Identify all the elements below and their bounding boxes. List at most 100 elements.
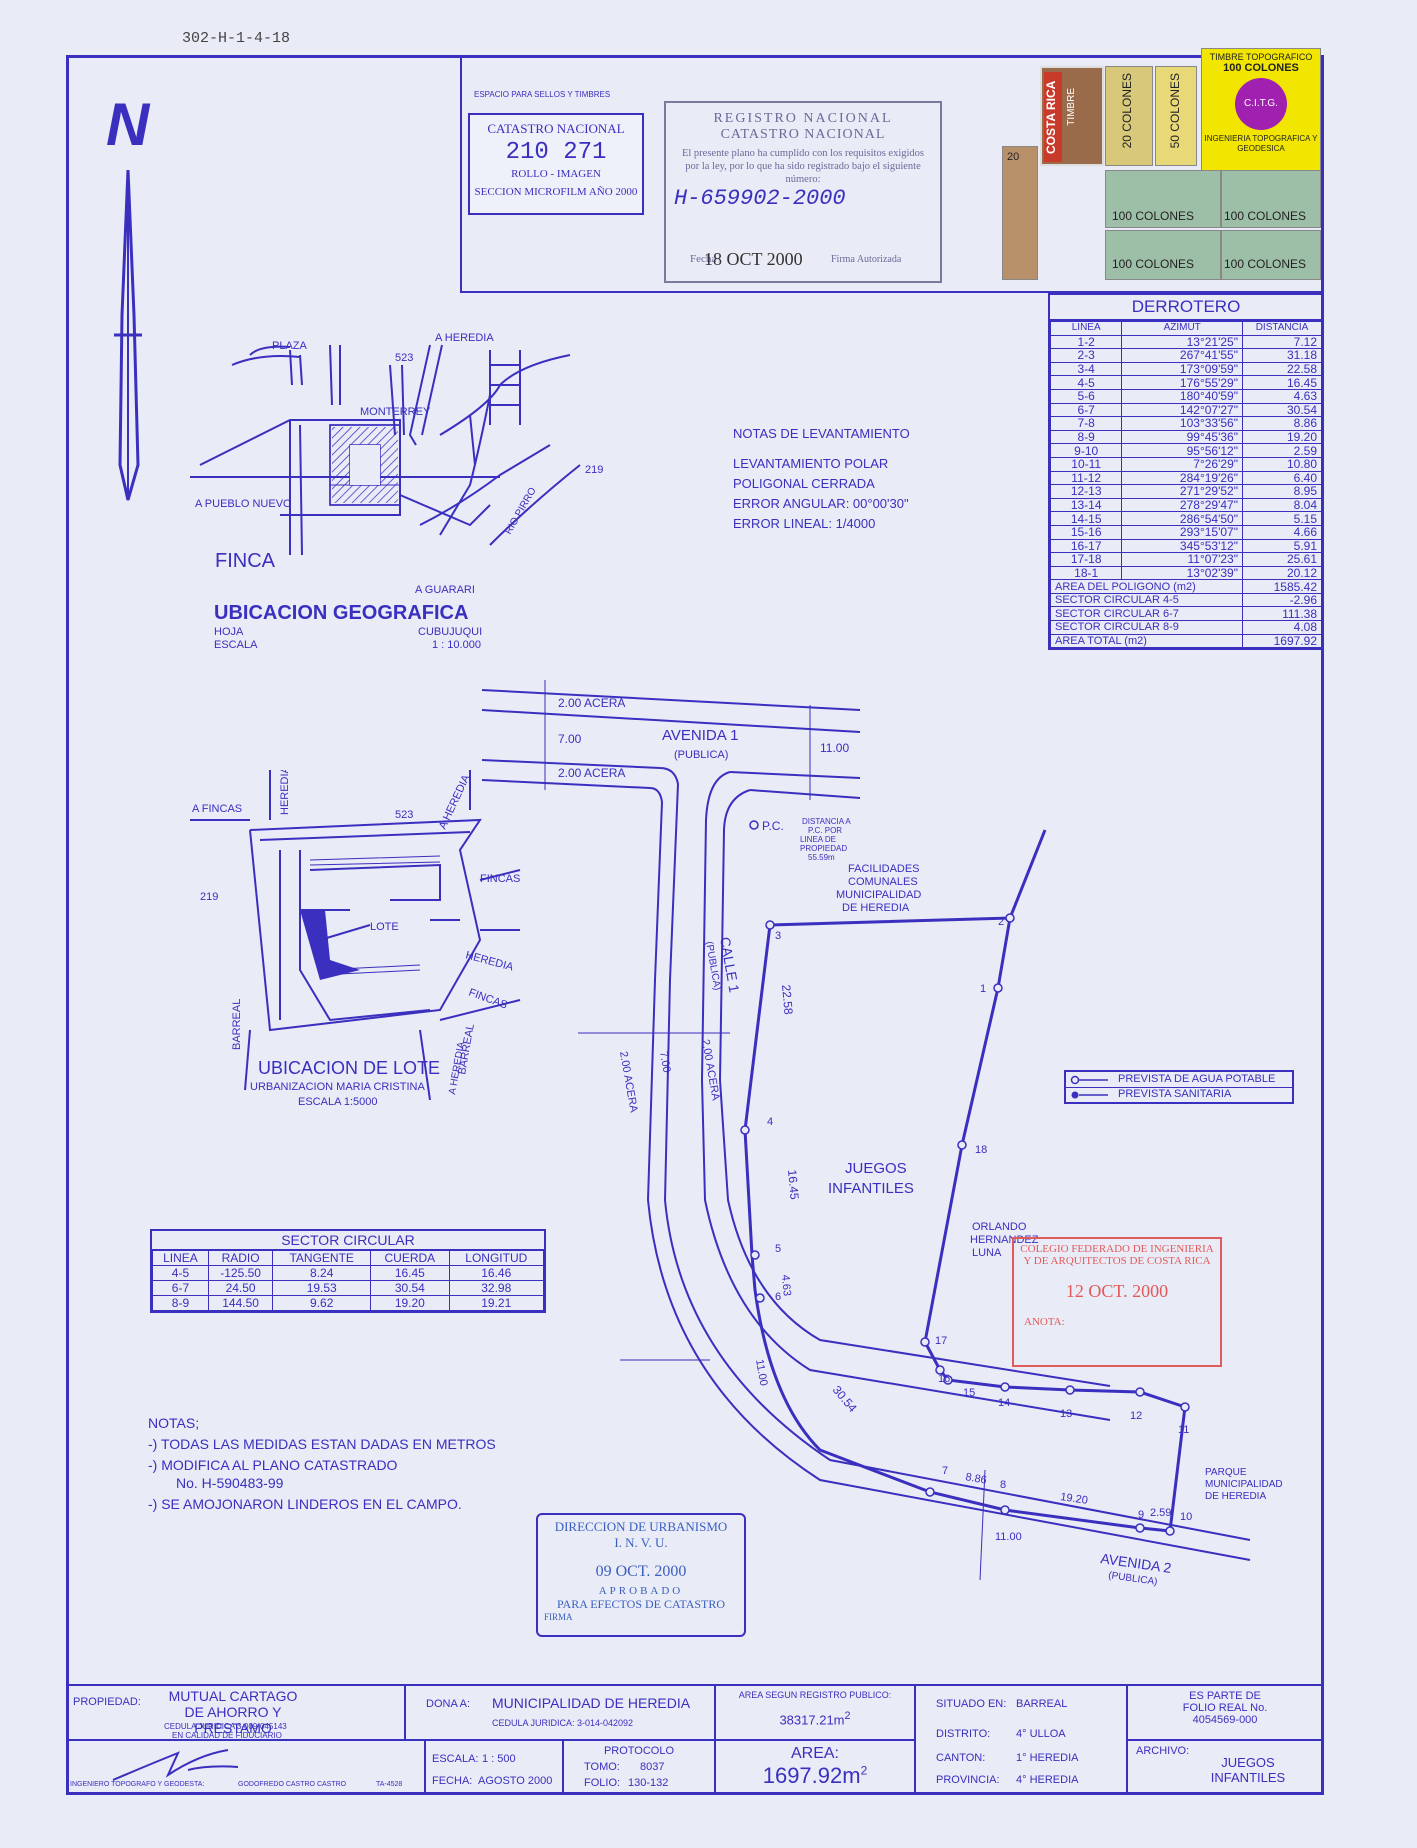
derrotero-cell: 5.15 xyxy=(1242,511,1322,526)
a-pueblo-nuevo-label: A PUEBLO NUEVO xyxy=(195,498,292,510)
survey-notes-line4: ERROR LINEAL: 1/4000 xyxy=(733,516,876,531)
derrotero-cell: 15-16 xyxy=(1049,524,1123,540)
registro-fecha-label: Fecha xyxy=(690,253,717,265)
derrotero-cell: 3-4 xyxy=(1049,361,1123,377)
hoja-label: HOJA xyxy=(214,626,244,638)
fincas-label-1: FINCAS xyxy=(480,873,520,885)
engineer-signature xyxy=(112,1749,239,1781)
timbre-topo-logo: C.I.T.G. xyxy=(1235,78,1287,130)
point-9: 9 xyxy=(1138,1509,1144,1521)
point-10: 10 xyxy=(1180,1511,1192,1523)
invu-date: 09 OCT. 2000 xyxy=(595,1563,687,1580)
lote-label: LOTE xyxy=(370,921,399,933)
w1100-bottom-label: 11.00 xyxy=(995,1531,1022,1543)
point-6: 6 xyxy=(775,1291,781,1303)
dona-label: DONA A: xyxy=(426,1698,471,1710)
derrotero-cell: 278°29'47" xyxy=(1121,497,1243,513)
acera-top2-label: 2.00 ACERA xyxy=(558,766,625,780)
tb-folio: ES PARTE DE FOLIO REAL No. 4054569-000 xyxy=(1126,1684,1324,1741)
timbre-100-b: 100 COLONES xyxy=(1221,170,1321,228)
derrotero-header: AZIMUT xyxy=(1121,321,1243,336)
colegio-anota: ANOTA: xyxy=(1024,1316,1065,1328)
registro-stamp: REGISTRO NACIONAL CATASTRO NACIONAL El p… xyxy=(664,101,942,283)
timbre-100-a: 100 COLONES xyxy=(1105,170,1221,228)
derrotero-cell: 18-1 xyxy=(1049,565,1123,581)
derrotero-cell: 8-9 xyxy=(1049,429,1123,445)
tb-protocolo: PROTOCOLO TOMO: 8037 FOLIO: 130-132 xyxy=(562,1739,716,1795)
derrotero-cell: 12-13 xyxy=(1049,484,1123,499)
note-2: -) MODIFICA AL PLANO CATASTRADO xyxy=(148,1457,398,1473)
hoja-value: CUBUJUQUI xyxy=(418,626,483,638)
derrotero-cell: 293°15'07" xyxy=(1121,524,1243,540)
survey-notes: NOTAS DE LEVANTAMIENTO LEVANTAMIENTO POL… xyxy=(733,424,910,534)
stamps-space-label: ESPACIO PARA SELLOS Y TIMBRES xyxy=(474,90,611,99)
derrotero-cell: 95°56'12" xyxy=(1121,443,1243,458)
sector-cell: 19.53 xyxy=(272,1280,372,1296)
invu-approved: APROBADO xyxy=(598,1585,684,1597)
sector-circular-title: SECTOR CIRCULAR xyxy=(152,1231,544,1250)
barreal-label: BARREAL xyxy=(231,999,243,1050)
lot-coord-left: 219 xyxy=(200,891,218,903)
water-legend-icon xyxy=(1070,1075,1108,1085)
derrotero-total-label: SECTOR CIRCULAR 6-7 xyxy=(1050,606,1243,622)
tb-situado: SITUADO EN: BARREAL DISTRITO: 4° ULLOA C… xyxy=(914,1684,1128,1795)
catastro-number: 210 271 xyxy=(505,139,607,166)
folio-line1: ES PARTE DE xyxy=(1189,1690,1261,1702)
area-number: 1697.92m xyxy=(762,1763,861,1788)
point-16: 16 xyxy=(938,1373,950,1385)
notes-title: NOTAS; xyxy=(148,1415,200,1431)
timbre-100-c-value: 100 COLONES xyxy=(1112,257,1195,271)
colegio-line2: Y DE ARQUITECTOS DE COSTA RICA xyxy=(1023,1255,1211,1267)
sector-cell: 144.50 xyxy=(207,1295,274,1311)
derrotero-cell: 11-12 xyxy=(1049,470,1123,486)
sector-cell: -125.50 xyxy=(207,1265,274,1281)
point-15: 15 xyxy=(963,1387,975,1399)
tb-area-registro: AREA SEGUN REGISTRO PUBLICO: 38317.21m2 xyxy=(714,1684,916,1741)
timbre-20: 20 COLONES xyxy=(1105,66,1153,166)
sector-cell: 32.98 xyxy=(448,1280,545,1296)
derrotero-cell: 13-14 xyxy=(1049,497,1123,513)
note-2b: No. H-590483-99 xyxy=(176,1475,284,1491)
derrotero-cell: 17-18 xyxy=(1049,552,1123,567)
sector-cell: 16.45 xyxy=(370,1265,450,1281)
utility-legend: PREVISTA DE AGUA POTABLE PREVISTA SANITA… xyxy=(1064,1070,1294,1104)
propiedad-label: PROPIEDAD: xyxy=(73,1696,141,1708)
point-14: 14 xyxy=(998,1397,1010,1409)
derrotero-cell: 1-2 xyxy=(1049,334,1123,350)
a-fincas-label: A FINCAS xyxy=(192,803,242,815)
catastro-roll: ROLLO - IMAGEN xyxy=(511,168,601,180)
catastro-stamp: CATASTRO NACIONAL 210 271 ROLLO - IMAGEN… xyxy=(468,113,644,215)
d463-label: 4.63 xyxy=(779,1274,793,1296)
avenida1-label: AVENIDA 1 xyxy=(662,727,738,744)
sector-cell: 19.20 xyxy=(370,1295,450,1311)
tomo-value: 8037 xyxy=(640,1761,665,1773)
derrotero-cell: 9-10 xyxy=(1049,443,1123,458)
sector-header: TANGENTE xyxy=(272,1250,372,1266)
sector-header: LONGITUD xyxy=(448,1250,545,1266)
lot-map-subtitle: URBANIZACION MARIA CRISTINA xyxy=(250,1081,425,1093)
tb-escala: ESCALA: 1 : 500 FECHA: AGOSTO 2000 xyxy=(424,1739,564,1795)
escala-value: 1 : 500 xyxy=(482,1753,516,1765)
registro-text: El presente plano ha cumplido con los re… xyxy=(681,148,925,185)
derrotero-cell: 2.59 xyxy=(1242,443,1322,458)
timbre-100-d: 100 COLONES xyxy=(1221,230,1321,280)
timbre-100-a-value: 100 COLONES xyxy=(1112,209,1195,223)
derrotero-cell: 16.45 xyxy=(1242,375,1322,390)
stamps-area xyxy=(460,55,1324,293)
derrotero-cell: 4-5 xyxy=(1049,375,1123,390)
timbre-100-c: 100 COLONES xyxy=(1105,230,1221,280)
derrotero-total-value: 4.08 xyxy=(1242,620,1322,635)
